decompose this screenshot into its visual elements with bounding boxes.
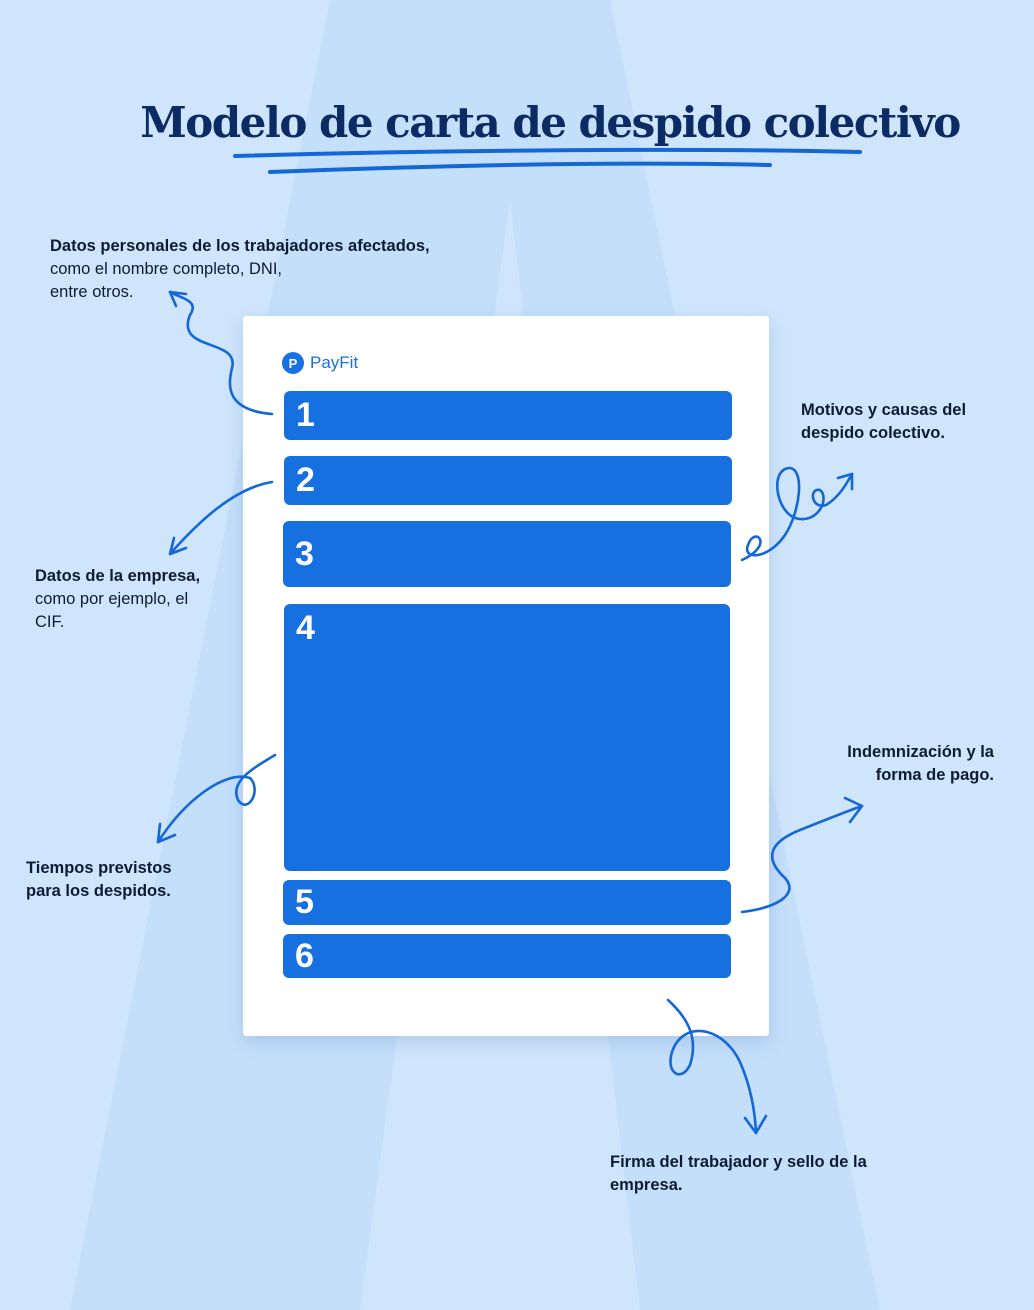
- page-title: Modelo de carta de despido colectivo: [140, 98, 961, 147]
- note-indemnizacion-line-2: forma de pago.: [875, 766, 994, 784]
- note-firma-line-2: empresa.: [610, 1176, 683, 1194]
- note-datos-personales: Datos personales de los trabajadores afe…: [50, 235, 470, 304]
- note-tiempos-line-2: para los despidos.: [26, 882, 171, 900]
- note-motivos-line-2: despido colectivo.: [801, 424, 945, 442]
- payfit-logo: P PayFit: [282, 352, 358, 374]
- letter-document: P PayFit 1 2 3 4 5 6: [243, 316, 769, 1036]
- section-block-5: 5: [283, 880, 731, 925]
- note-tiempos-line-1: Tiempos previstos: [26, 859, 172, 877]
- note-datos-personales-line-1: como el nombre completo, DNI,: [50, 260, 283, 278]
- note-datos-empresa-line-2: CIF.: [35, 613, 65, 631]
- note-motivos: Motivos y causas del despido colectivo.: [801, 399, 1021, 445]
- section-block-3: 3: [283, 521, 731, 587]
- note-motivos-line-1: Motivos y causas del: [801, 401, 967, 419]
- note-indemnizacion: Indemnización y la forma de pago.: [774, 741, 994, 787]
- note-datos-empresa-strong: Datos de la empresa,: [35, 567, 201, 585]
- title-underline: [233, 147, 862, 174]
- note-firma: Firma del trabajador y sello de la empre…: [610, 1151, 910, 1197]
- note-tiempos: Tiempos previstos para los despidos.: [26, 857, 246, 903]
- note-firma-line-1: Firma del trabajador y sello de la: [610, 1153, 867, 1171]
- section-block-2: 2: [284, 456, 732, 505]
- section-block-6: 6: [283, 934, 731, 978]
- note-datos-empresa-line-1: como por ejemplo, el: [35, 590, 189, 608]
- section-block-4: 4: [284, 604, 730, 871]
- note-indemnizacion-line-1: Indemnización y la: [847, 743, 994, 761]
- section-block-1: 1: [284, 391, 732, 440]
- note-datos-personales-strong: Datos personales de los trabajadores afe…: [50, 237, 430, 255]
- note-datos-empresa: Datos de la empresa, como por ejemplo, e…: [35, 565, 255, 634]
- payfit-logo-text: PayFit: [310, 353, 359, 372]
- payfit-logo-icon: P: [282, 352, 304, 374]
- note-datos-personales-line-2: entre otros.: [50, 283, 134, 301]
